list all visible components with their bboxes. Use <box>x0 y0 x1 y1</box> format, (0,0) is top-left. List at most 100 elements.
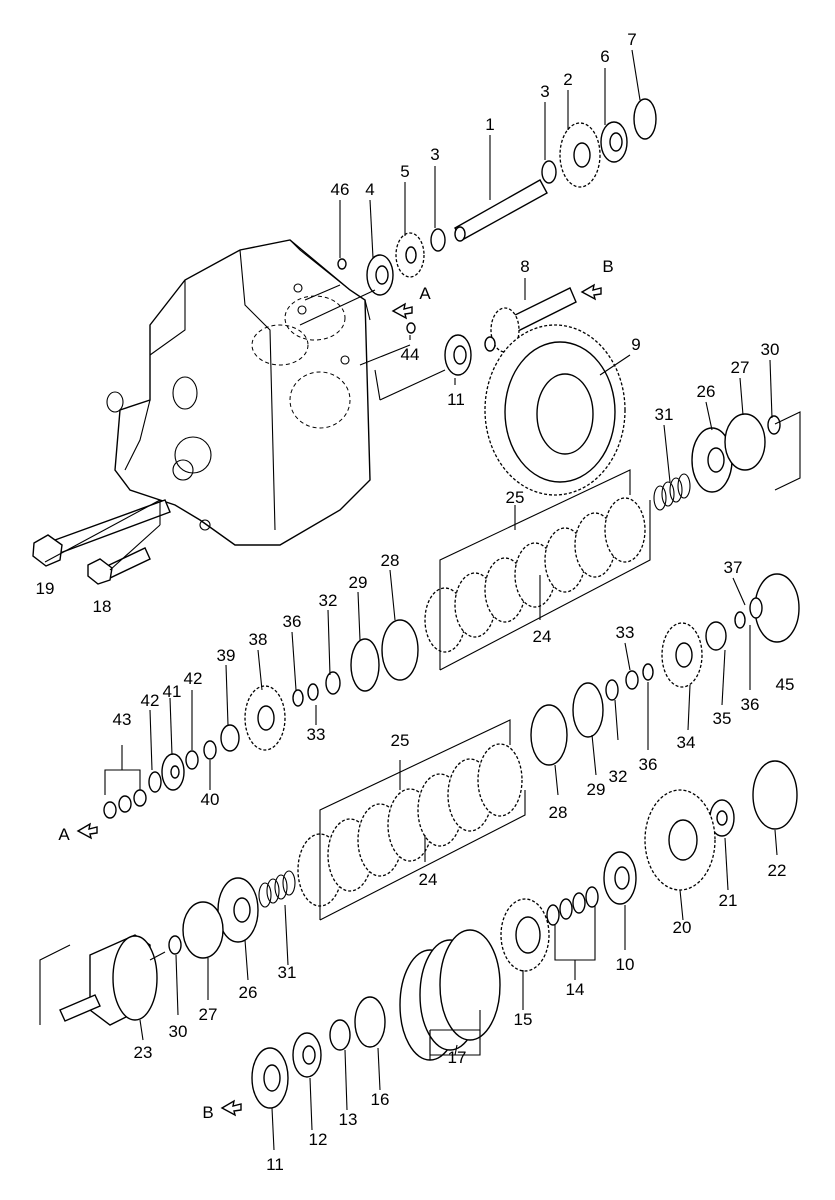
callout-39: 39 <box>217 646 236 665</box>
callout-27: 27 <box>199 1005 218 1024</box>
ring-36-lower-right <box>642 663 654 681</box>
ring-42-right <box>185 750 199 770</box>
callout-42: 42 <box>141 691 160 710</box>
callout-34: 34 <box>677 733 696 752</box>
callout-25: 25 <box>506 488 525 507</box>
callout-30: 30 <box>761 340 780 359</box>
callout-15: 15 <box>514 1010 533 1029</box>
gasket-set-17 <box>399 929 501 1061</box>
shaft-1 <box>454 179 548 242</box>
callout-10: 10 <box>616 955 635 974</box>
ring-36-left <box>292 689 304 707</box>
callout-36: 36 <box>639 755 658 774</box>
drum-shaft-23 <box>59 934 166 1026</box>
bearing-6 <box>600 121 628 163</box>
callout-26: 26 <box>697 382 716 401</box>
callout-labels: 1233456789101111121314151617181920212223… <box>36 30 795 1174</box>
callout-24: 24 <box>533 627 552 646</box>
plate-28-upper <box>381 619 419 681</box>
callout-3: 3 <box>540 82 549 101</box>
ring-37 <box>749 597 763 619</box>
callout-31: 31 <box>278 963 297 982</box>
callout-43: 43 <box>113 710 132 729</box>
callout-7: 7 <box>627 30 636 49</box>
callout-29: 29 <box>587 780 606 799</box>
callout-16: 16 <box>371 1090 390 1109</box>
callout-3: 3 <box>430 145 439 164</box>
cover-15 <box>500 898 550 972</box>
ring-40 <box>203 740 217 760</box>
callout-37: 37 <box>724 558 743 577</box>
callout-14: 14 <box>566 980 585 999</box>
ring-30-lower <box>168 935 182 955</box>
callout-41: 41 <box>163 682 182 701</box>
gear-2 <box>559 122 601 188</box>
callout-46: 46 <box>331 180 350 199</box>
bearing-35 <box>705 621 727 651</box>
bolt-18 <box>87 547 151 585</box>
callout-20: 20 <box>673 918 692 937</box>
ring-gear-9 <box>484 324 626 496</box>
callout-4: 4 <box>365 180 374 199</box>
callout-22: 22 <box>768 861 787 880</box>
callout-23: 23 <box>134 1043 153 1062</box>
ring-32-right <box>605 679 619 701</box>
callout-36: 36 <box>283 612 302 631</box>
marker-B: B <box>602 257 613 276</box>
ring-22 <box>752 760 798 830</box>
callout-27: 27 <box>731 358 750 377</box>
gear-34 <box>661 622 703 688</box>
bearing-39 <box>220 724 240 752</box>
o-ring-16 <box>354 996 386 1048</box>
leader-lines <box>39 49 801 1151</box>
callout-33: 33 <box>616 623 635 642</box>
callout-31: 31 <box>655 405 674 424</box>
pinion-shaft-8 <box>484 287 577 353</box>
shim-set-14 <box>546 886 599 926</box>
ring-30-upper <box>767 415 781 435</box>
callout-38: 38 <box>249 630 268 649</box>
gear-5 <box>395 232 425 278</box>
callout-6: 6 <box>600 47 609 66</box>
marker-B: B <box>202 1103 213 1122</box>
ring-33-upper <box>307 683 319 701</box>
callout-8: 8 <box>520 257 529 276</box>
marker-A: A <box>58 825 70 844</box>
shim-set-43 <box>103 789 147 819</box>
callout-45: 45 <box>776 675 795 694</box>
callout-25: 25 <box>391 731 410 750</box>
bearing-4 <box>366 254 394 296</box>
callout-35: 35 <box>713 709 732 728</box>
transmission-housing <box>106 239 371 546</box>
callout-40: 40 <box>201 790 220 809</box>
pin-44 <box>406 322 416 334</box>
callout-12: 12 <box>309 1130 328 1149</box>
callout-30: 30 <box>169 1022 188 1041</box>
bearing-11-lower <box>251 1047 289 1109</box>
clutch-hub-26-lower <box>217 877 259 943</box>
snap-ring-29-lower <box>572 682 604 738</box>
callout-28: 28 <box>549 803 568 822</box>
callout-17: 17 <box>448 1048 467 1067</box>
ring-36-upper-right <box>734 611 746 629</box>
callout-9: 9 <box>631 335 640 354</box>
o-ring-7 <box>633 98 657 140</box>
bearing-41 <box>161 753 185 791</box>
callout-44: 44 <box>401 345 420 364</box>
ring-27-upper <box>724 413 766 471</box>
clutch-pack-lower <box>297 743 523 907</box>
callout-11: 11 <box>266 1155 284 1174</box>
callout-28: 28 <box>381 551 400 570</box>
marker-arrows <box>76 283 602 1117</box>
gear-38 <box>244 685 286 751</box>
callout-18: 18 <box>93 597 112 616</box>
snap-ring-29-upper <box>350 638 380 692</box>
ring-32-upper <box>325 671 341 695</box>
ring-42-left <box>148 771 162 793</box>
callout-1: 1 <box>485 115 494 134</box>
callout-13: 13 <box>339 1110 358 1129</box>
bearing-10 <box>444 334 472 376</box>
